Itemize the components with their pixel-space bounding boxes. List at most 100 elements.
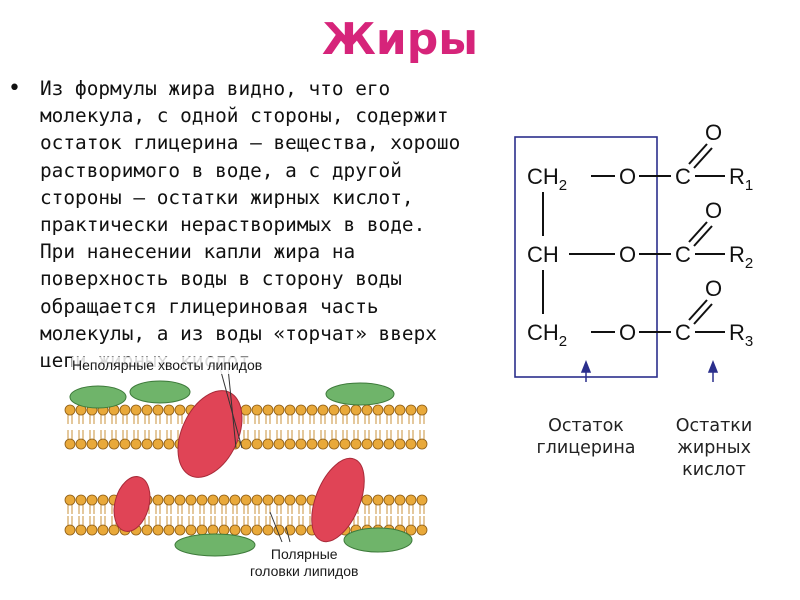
lipid-head	[86, 438, 98, 450]
lipid-head	[350, 404, 362, 416]
lipid-head	[64, 404, 76, 416]
lipid-head	[130, 438, 142, 450]
lipid-head	[185, 494, 197, 506]
row2-r2: R2	[729, 242, 753, 272]
lipid-head	[361, 494, 373, 506]
lipid-head	[262, 404, 274, 416]
lipid-head	[97, 524, 109, 536]
lipid-head	[152, 404, 164, 416]
lipid-head	[383, 438, 395, 450]
lipid-head	[97, 494, 109, 506]
row2-ester-oxygen: O	[619, 242, 636, 267]
row3-ester-oxygen: O	[619, 320, 636, 345]
lipid-head	[405, 438, 417, 450]
lipid-head	[416, 524, 428, 536]
lipid-head	[174, 494, 186, 506]
lipid-head	[394, 494, 406, 506]
lipid-head	[372, 404, 384, 416]
lipid-head	[141, 438, 153, 450]
lipid-head	[394, 404, 406, 416]
lipid-head	[394, 438, 406, 450]
lipid-head	[240, 404, 252, 416]
lipid-head	[372, 494, 384, 506]
lipid-head	[119, 404, 131, 416]
lipid-head	[64, 438, 76, 450]
lipid-head	[130, 404, 142, 416]
lipid-head	[372, 438, 384, 450]
bullet-marker: •	[8, 76, 21, 101]
lipid-head	[163, 438, 175, 450]
lipid-head	[64, 524, 76, 536]
lipid-head	[295, 494, 307, 506]
lipid-head	[86, 524, 98, 536]
lipid-head	[383, 494, 395, 506]
lipid-head	[251, 524, 263, 536]
lipid-head	[240, 524, 252, 536]
green-protein	[69, 385, 127, 409]
label-nonpolar-tails: Неполярные хвосты липидов	[72, 357, 263, 374]
lipid-head	[75, 438, 87, 450]
row2-carbon: C	[675, 242, 691, 267]
lipid-head	[75, 524, 87, 536]
lipid-head	[196, 524, 208, 536]
lipid-head	[163, 494, 175, 506]
lipid-head	[295, 438, 307, 450]
lipid-head	[416, 494, 428, 506]
body-paragraph: Из формулы жира видно, что его молекула,…	[40, 77, 461, 367]
lipid-head	[75, 494, 87, 506]
row3-carbonyl-oxygen: O	[705, 276, 722, 301]
lipid-head	[361, 404, 373, 416]
lipid-head	[251, 404, 263, 416]
lipid-head	[273, 438, 285, 450]
lipid-head	[284, 404, 296, 416]
row2-carbonyl-oxygen: O	[705, 198, 722, 223]
lipid-head	[251, 494, 263, 506]
label-polar-heads: Полярные головки липидов	[250, 546, 359, 579]
lipid-head	[339, 438, 351, 450]
row3-r3: R3	[729, 320, 753, 350]
lipid-head	[328, 404, 340, 416]
lipid-head	[306, 404, 318, 416]
lipid-head	[383, 404, 395, 416]
row2-ch: CH	[527, 242, 559, 267]
lipid-head	[152, 524, 164, 536]
lipid-head	[218, 494, 230, 506]
lipid-head	[262, 438, 274, 450]
lipid-head	[108, 524, 120, 536]
lipid-head	[218, 524, 230, 536]
lipid-head	[405, 494, 417, 506]
slide-title: Жиры	[322, 14, 478, 65]
lipid-head	[229, 494, 241, 506]
lipid-head	[416, 438, 428, 450]
lipid-head	[416, 404, 428, 416]
lipid-head	[284, 494, 296, 506]
lipid-head	[86, 494, 98, 506]
lipid-head	[306, 438, 318, 450]
green-protein	[325, 382, 395, 406]
lipid-head	[295, 524, 307, 536]
lipid-head	[350, 438, 362, 450]
green-protein	[129, 380, 191, 404]
lipid-head	[328, 438, 340, 450]
lipid-head	[207, 524, 219, 536]
lipid-head	[229, 524, 241, 536]
lipid-head	[317, 438, 329, 450]
row1-r1: R1	[729, 164, 753, 194]
lipid-head	[405, 404, 417, 416]
lipid-head	[64, 494, 76, 506]
red-protein	[311, 457, 365, 543]
lipid-bilayer-illustration	[64, 367, 428, 557]
row3-ch2: CH2	[527, 320, 567, 350]
lipid-head	[361, 438, 373, 450]
lipid-head	[141, 524, 153, 536]
green-protein	[343, 527, 413, 553]
lipid-head	[152, 438, 164, 450]
caption-fatty-acid-residues: Остатки жирных кислот	[675, 416, 753, 480]
lipid-head	[174, 524, 186, 536]
lipid-head	[163, 404, 175, 416]
lipid-head	[295, 404, 307, 416]
lipid-head	[339, 404, 351, 416]
lipid-head	[273, 494, 285, 506]
lipid-head	[141, 404, 153, 416]
row1-carbonyl-oxygen: O	[705, 120, 722, 145]
